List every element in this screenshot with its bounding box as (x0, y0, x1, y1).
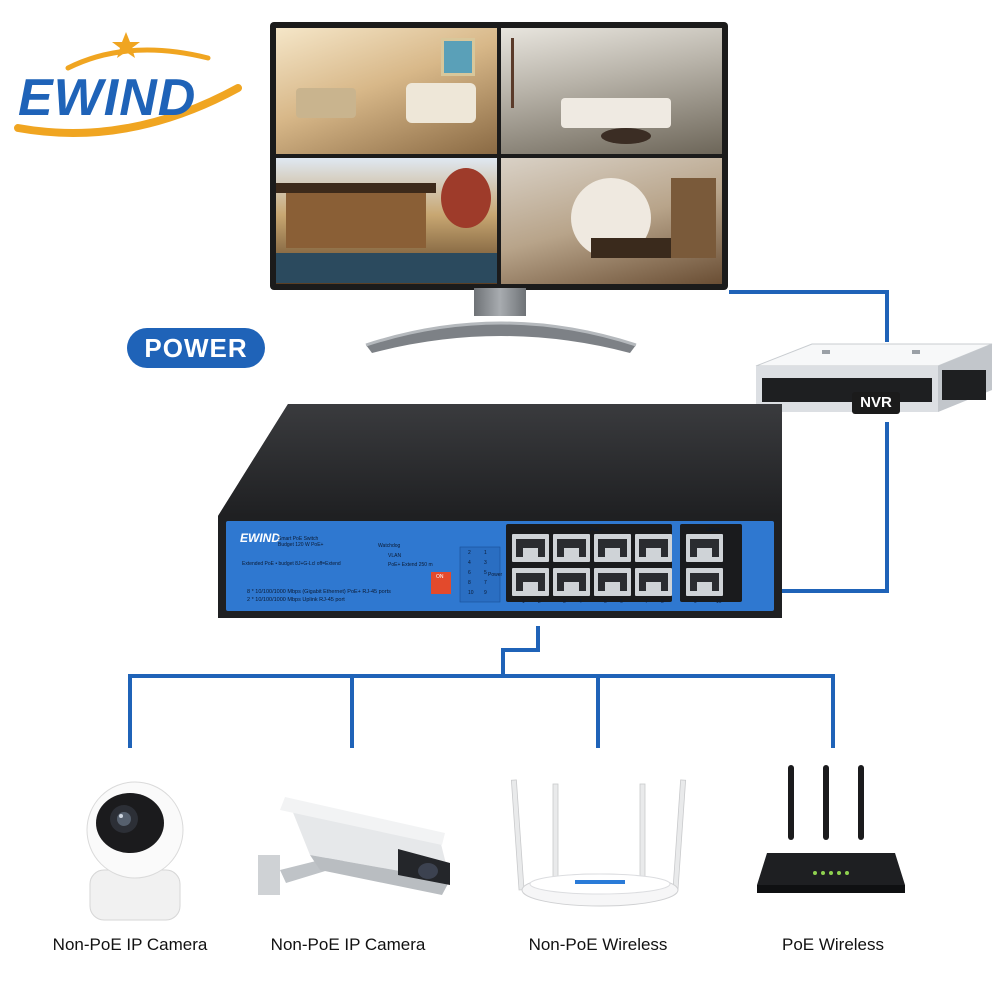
brand-logo: EWIND (8, 28, 258, 138)
led-number: 5 (484, 570, 487, 576)
port-number-label: 7 (645, 599, 648, 605)
rj45-port-tab (523, 582, 538, 591)
rj45-port (512, 534, 549, 562)
rj45-port (594, 534, 631, 562)
device-label-non-poe-wireless: Non-PoE Wireless (528, 935, 668, 954)
rj45-port (635, 568, 672, 596)
monitor-stand-base (365, 321, 637, 353)
rj45-port-tab (697, 548, 712, 557)
port-number-label: 1 (522, 599, 525, 605)
device-label-dome-camera: Non-PoE IP Camera (52, 935, 208, 954)
black-router-icon (757, 765, 905, 893)
rj45-port (686, 568, 723, 596)
logo-text: EWIND (18, 69, 197, 127)
led-number: 6 (468, 570, 471, 576)
port-number-label: 5 (604, 599, 607, 605)
monitor-screen (276, 28, 722, 284)
rj45-port (635, 534, 672, 562)
dip-label-vlan: VLAN (388, 553, 402, 559)
camera-feed-exterior (276, 158, 497, 284)
rj45-port-tab (605, 548, 620, 557)
bullet-camera-icon (258, 797, 450, 895)
camera-feed-dining-room (501, 158, 722, 284)
rj45-port (553, 534, 590, 562)
camera-feed-living-room (276, 28, 497, 154)
camera-feed-patio (501, 28, 722, 154)
dip-label-watchdog: Watchdog (378, 543, 401, 549)
uplink-group-label: Uplink (706, 527, 720, 533)
rj45-port (594, 568, 631, 596)
led-number: 8 (468, 580, 471, 586)
switch-mode-title: Extended PoE • budget 8J+G-Lcl off=Exten… (242, 561, 341, 567)
switch-model-line2: Budget 120 W PoE+ (278, 542, 324, 548)
port-number-label: 2 (538, 599, 541, 605)
led-number: 10 (468, 590, 474, 596)
rj45-port-tab (605, 582, 620, 591)
led-number: 7 (484, 580, 487, 586)
rj45-port-tab (697, 582, 712, 591)
power-label: POWER (127, 328, 265, 368)
port-number-label: 3 (563, 599, 566, 605)
monitor (270, 22, 728, 290)
device-label-poe-wireless: PoE Wireless (781, 935, 885, 954)
port-number-label: 6 (620, 599, 623, 605)
dip-on-label: ON (436, 574, 444, 580)
rj45-port-tab (564, 548, 579, 557)
switch-spec-line1: 8 * 10/100/1000 Mbps (Gigabit Ethernet) … (247, 589, 391, 595)
switch-down-line (501, 626, 540, 678)
led-number: 3 (484, 560, 487, 566)
rj45-port-tab (646, 582, 661, 591)
switch-spec-line2: 2 * 10/100/1000 Mbps Uplink RJ-45 port (247, 597, 345, 603)
switch-brand-logo: EWIND (240, 531, 280, 545)
rj45-port (512, 568, 549, 596)
nvr-device (755, 343, 993, 412)
poe-group-label: PoE+ (590, 527, 603, 533)
rj45-port (553, 568, 590, 596)
logo-swoosh-icon (14, 32, 242, 137)
port-number-label: 4 (579, 599, 582, 605)
white-router-icon (510, 779, 687, 907)
rj45-port-tab (564, 582, 579, 591)
led-number: 2 (468, 550, 471, 556)
power-led-label: Power (488, 572, 503, 578)
rj45-port-tab (523, 548, 538, 557)
port-number-label: 9 (694, 599, 697, 605)
rj45-port (686, 534, 723, 562)
port-number-label: 10 (716, 599, 722, 605)
rj45-port-tab (646, 548, 661, 557)
nvr-label: NVR (852, 392, 900, 414)
device-label-bullet-camera: Non-PoE IP Camera (270, 935, 426, 954)
switch-model-line1: Smart PoE Switch (278, 536, 319, 542)
led-grid: 2 1 4 3 6 5 8 7 10 9 (464, 548, 500, 600)
monitor-stand-neck (474, 288, 526, 316)
nvr-switch-line (778, 422, 889, 593)
monitor-nvr-line (729, 290, 889, 342)
led-number: 1 (484, 550, 487, 556)
dip-label-extend: PoE+ Extend 250 m (388, 562, 433, 568)
led-number: 4 (468, 560, 471, 566)
port-number-label: 8 (661, 599, 664, 605)
dome-camera-icon (86, 781, 184, 921)
led-number: 9 (484, 590, 487, 596)
